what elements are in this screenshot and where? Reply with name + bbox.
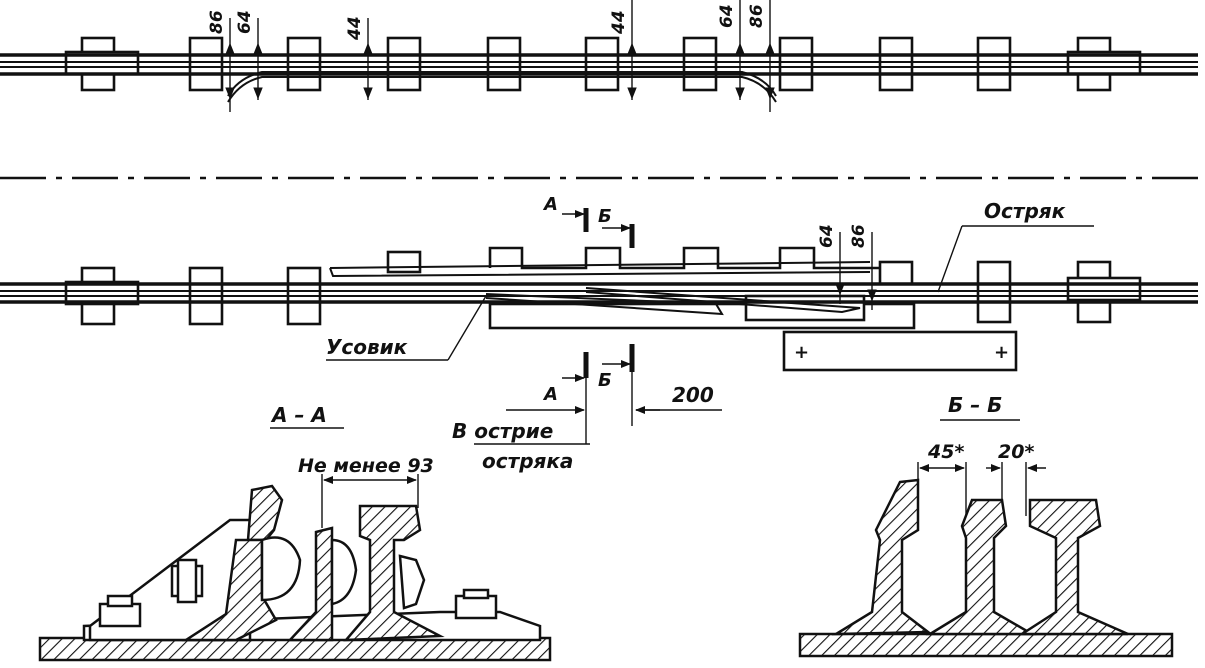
section-bb-right-rail — [1017, 498, 1129, 636]
section-bb-base — [798, 632, 1174, 658]
section-aa-right-rail — [343, 504, 445, 642]
top-rails — [0, 53, 1198, 103]
label-stock-rail: Усовик — [326, 335, 408, 359]
point-tip-line1: В острие — [452, 419, 553, 443]
top-view: 86 64 44 44 64 86 — [0, 0, 1198, 112]
section-bb-middle-rail — [925, 498, 1037, 636]
dim-top-mid-left-44: 44 — [345, 16, 365, 41]
plan-rails — [0, 261, 1198, 316]
plan-joint-left — [64, 280, 140, 306]
dim-top-left-64: 64 — [235, 10, 255, 34]
section-aa-stock-rail-head — [246, 484, 284, 542]
dim-top-mid-right-44: 44 — [609, 10, 629, 35]
section-aa-base — [38, 636, 552, 662]
plate-plus-right: + — [994, 342, 1009, 363]
section-bb: Б – Б 45* 20* — [798, 393, 1174, 658]
section-aa-bolts — [98, 558, 498, 628]
plan-dim-64: 64 — [817, 224, 837, 248]
section-bb-title: Б – Б — [948, 393, 1002, 417]
dim-top-right-64: 64 — [717, 4, 737, 28]
dim-top-right-86: 86 — [747, 4, 767, 28]
section-bb-dim-right: 20* — [998, 441, 1034, 463]
section-aa-point-rail — [260, 536, 302, 602]
section-a-letter-bottom: А — [542, 384, 558, 405]
section-aa-center-rail — [287, 526, 334, 642]
section-b-letter-bottom: Б — [598, 370, 612, 391]
section-aa-title: А – А — [270, 403, 327, 427]
section-cut-markers — [562, 208, 635, 382]
section-bb-dim-left: 45* — [927, 441, 964, 463]
section-aa: А – А Не менее 93 — [38, 403, 552, 662]
plate-plus-left: + — [794, 342, 809, 363]
dim-top-left-86: 86 — [207, 10, 227, 34]
section-aa-center-web — [330, 538, 358, 606]
plan-dim-86: 86 — [849, 224, 869, 248]
label-point-rail: Остряк — [984, 199, 1066, 223]
section-aa-right-chair — [398, 554, 426, 610]
plan-view: + + А Б А Б 64 86 Остряк Усовик — [0, 194, 1198, 473]
section-bb-left-rail — [831, 478, 932, 636]
dim-200: 200 — [672, 383, 714, 407]
section-aa-dimension: Не менее 93 — [298, 455, 434, 477]
base-plate — [782, 330, 1018, 372]
top-ties — [80, 36, 1112, 92]
section-b-letter-top: Б — [598, 206, 612, 227]
point-tip-line2: остряка — [482, 449, 573, 473]
top-dimension-lines — [225, 0, 775, 112]
section-a-letter-top: А — [542, 194, 558, 215]
